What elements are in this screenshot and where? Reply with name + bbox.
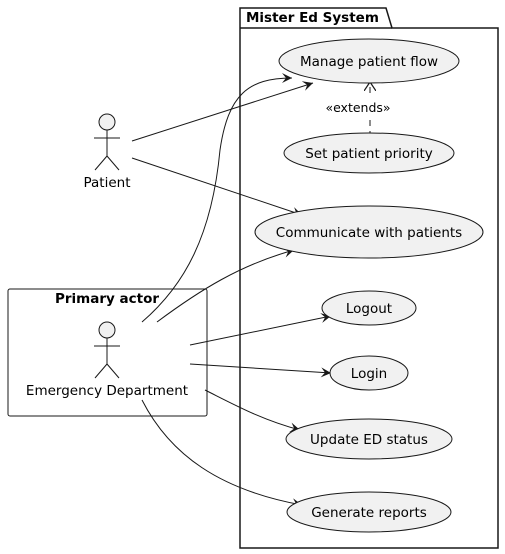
use-case-manage-patient-flow-label: Manage patient flow xyxy=(300,54,438,70)
association-patient-manage-patient-flow xyxy=(131,81,314,142)
actor-emergency-department: Emergency Department xyxy=(26,321,188,399)
use-case-update-ed-status-label: Update ED status xyxy=(310,432,428,448)
association-ed-update-status xyxy=(204,389,301,433)
association-ed-login xyxy=(189,363,332,378)
use-case-communicate-with-patients: Communicate with patients xyxy=(254,205,484,259)
system-boundary-frame xyxy=(239,7,499,549)
association-ed-communicate xyxy=(156,247,295,323)
use-case-login: Login xyxy=(329,355,409,391)
extends-relationship: «extends» xyxy=(320,82,420,137)
use-case-logout-label: Logout xyxy=(346,301,392,317)
actor-emergency-department-label: Emergency Department xyxy=(26,383,188,399)
use-case-communicate-with-patients-label: Communicate with patients xyxy=(276,225,462,241)
use-case-login-label: Login xyxy=(351,366,387,382)
extends-label-bg xyxy=(320,98,420,116)
associations xyxy=(131,73,332,509)
actor-stick-figure-icon xyxy=(94,113,120,171)
association-patient-communicate xyxy=(131,157,303,217)
actor-patient: Patient xyxy=(83,113,131,191)
association-ed-manage-patient-flow xyxy=(141,73,293,323)
use-case-set-patient-priority: Set patient priority xyxy=(283,132,455,174)
use-case-update-ed-status: Update ED status xyxy=(285,418,453,460)
extends-label: «extends» xyxy=(325,100,390,115)
system-boundary: Mister Ed System xyxy=(239,7,499,549)
actor-group-frame xyxy=(7,288,208,417)
actor-patient-label: Patient xyxy=(83,175,130,191)
use-case-generate-reports-label: Generate reports xyxy=(311,505,427,521)
association-ed-generate-reports xyxy=(141,399,303,509)
actor-group: Primary actor xyxy=(7,288,208,417)
use-case-set-patient-priority-label: Set patient priority xyxy=(305,146,433,162)
use-case-generate-reports: Generate reports xyxy=(286,491,452,533)
use-case-logout: Logout xyxy=(321,290,417,326)
system-boundary-title: Mister Ed System xyxy=(246,10,379,26)
association-ed-logout xyxy=(189,313,332,346)
actor-stick-figure-icon xyxy=(94,321,120,379)
actor-group-title: Primary actor xyxy=(55,291,159,307)
use-case-manage-patient-flow: Manage patient flow xyxy=(278,38,460,84)
